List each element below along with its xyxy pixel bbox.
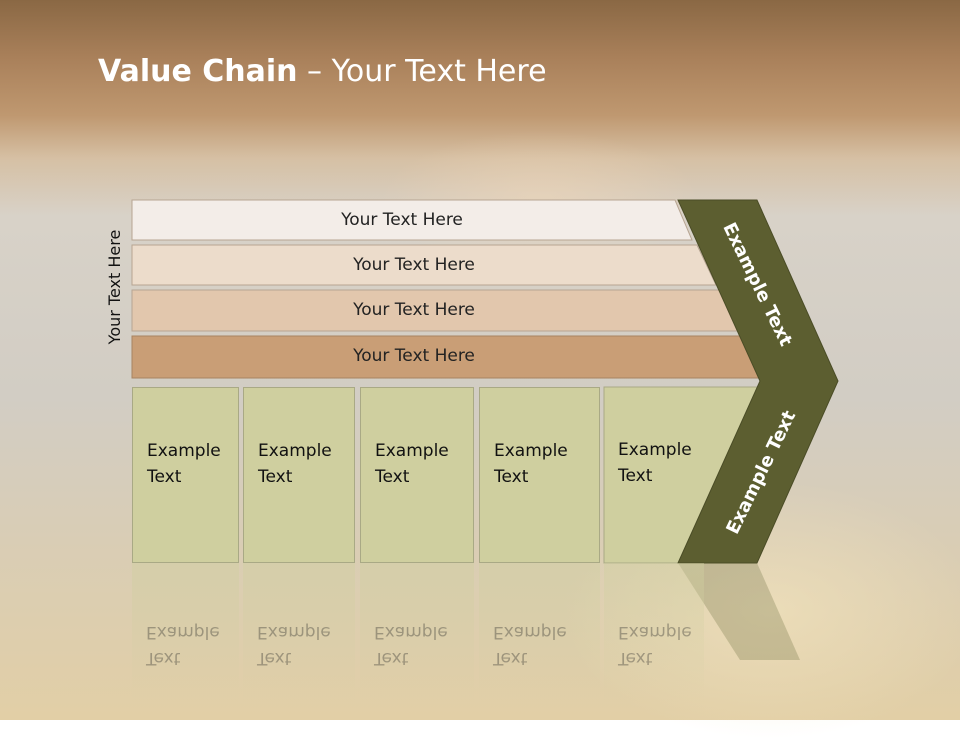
bar-1-shape bbox=[131, 199, 693, 241]
bar-4: Your Text Here bbox=[132, 336, 716, 376]
column-5-reflection-line2: Text bbox=[618, 648, 653, 668]
column-4-line1: Example bbox=[494, 441, 568, 461]
column-1-reflection: Text Example bbox=[132, 563, 239, 703]
column-1-line2: Text bbox=[147, 467, 182, 487]
column-1-line1: Example bbox=[147, 441, 221, 461]
column-2-line2: Text bbox=[258, 467, 293, 487]
column-3-reflection-line2: Text bbox=[374, 648, 409, 668]
column-1-reflection-line2: Text bbox=[146, 648, 181, 668]
bar-3: Your Text Here bbox=[132, 290, 716, 330]
bar-1-label: Your Text Here bbox=[341, 210, 463, 230]
bar-3-label: Your Text Here bbox=[353, 300, 475, 320]
column-5-line1: Example bbox=[618, 440, 692, 460]
column-2-reflection: Text Example bbox=[243, 563, 355, 703]
column-4-line2: Text bbox=[494, 467, 529, 487]
slide-title: Value Chain – Your Text Here bbox=[98, 54, 547, 89]
value-chain-shapes bbox=[131, 199, 839, 660]
bar-2: Your Text Here bbox=[132, 245, 716, 285]
column-4-reflection-line1: Example bbox=[493, 622, 567, 642]
title-bold: Value Chain bbox=[98, 54, 298, 89]
column-5: Example Text bbox=[604, 387, 704, 563]
column-3-line1: Example bbox=[375, 441, 449, 461]
column-2-reflection-line1: Example bbox=[257, 622, 331, 642]
column-3: Example Text bbox=[360, 387, 474, 563]
column-2-line1: Example bbox=[258, 441, 332, 461]
column-3-reflection-line1: Example bbox=[374, 622, 448, 642]
column-1: Example Text bbox=[132, 387, 239, 563]
column-2: Example Text bbox=[243, 387, 355, 563]
column-5-line2: Text bbox=[618, 466, 653, 486]
column-3-line2: Text bbox=[375, 467, 410, 487]
bar-2-label: Your Text Here bbox=[353, 255, 475, 275]
bar-4-label: Your Text Here bbox=[353, 346, 475, 366]
column-4-reflection-line2: Text bbox=[493, 648, 528, 668]
column-1-reflection-line1: Example bbox=[146, 622, 220, 642]
column-4: Example Text bbox=[479, 387, 600, 563]
column-2-reflection-line2: Text bbox=[257, 648, 292, 668]
column-4-reflection: Text Example bbox=[479, 563, 600, 703]
chevron-shape bbox=[677, 199, 839, 564]
chevron-reflection bbox=[678, 563, 800, 660]
column-5-reflection-line1: Example bbox=[618, 622, 692, 642]
column-5-reflection: Text Example bbox=[604, 563, 704, 703]
column-3-reflection: Text Example bbox=[360, 563, 474, 703]
bar-1: Your Text Here bbox=[132, 200, 692, 240]
title-rest: – Your Text Here bbox=[297, 54, 547, 89]
